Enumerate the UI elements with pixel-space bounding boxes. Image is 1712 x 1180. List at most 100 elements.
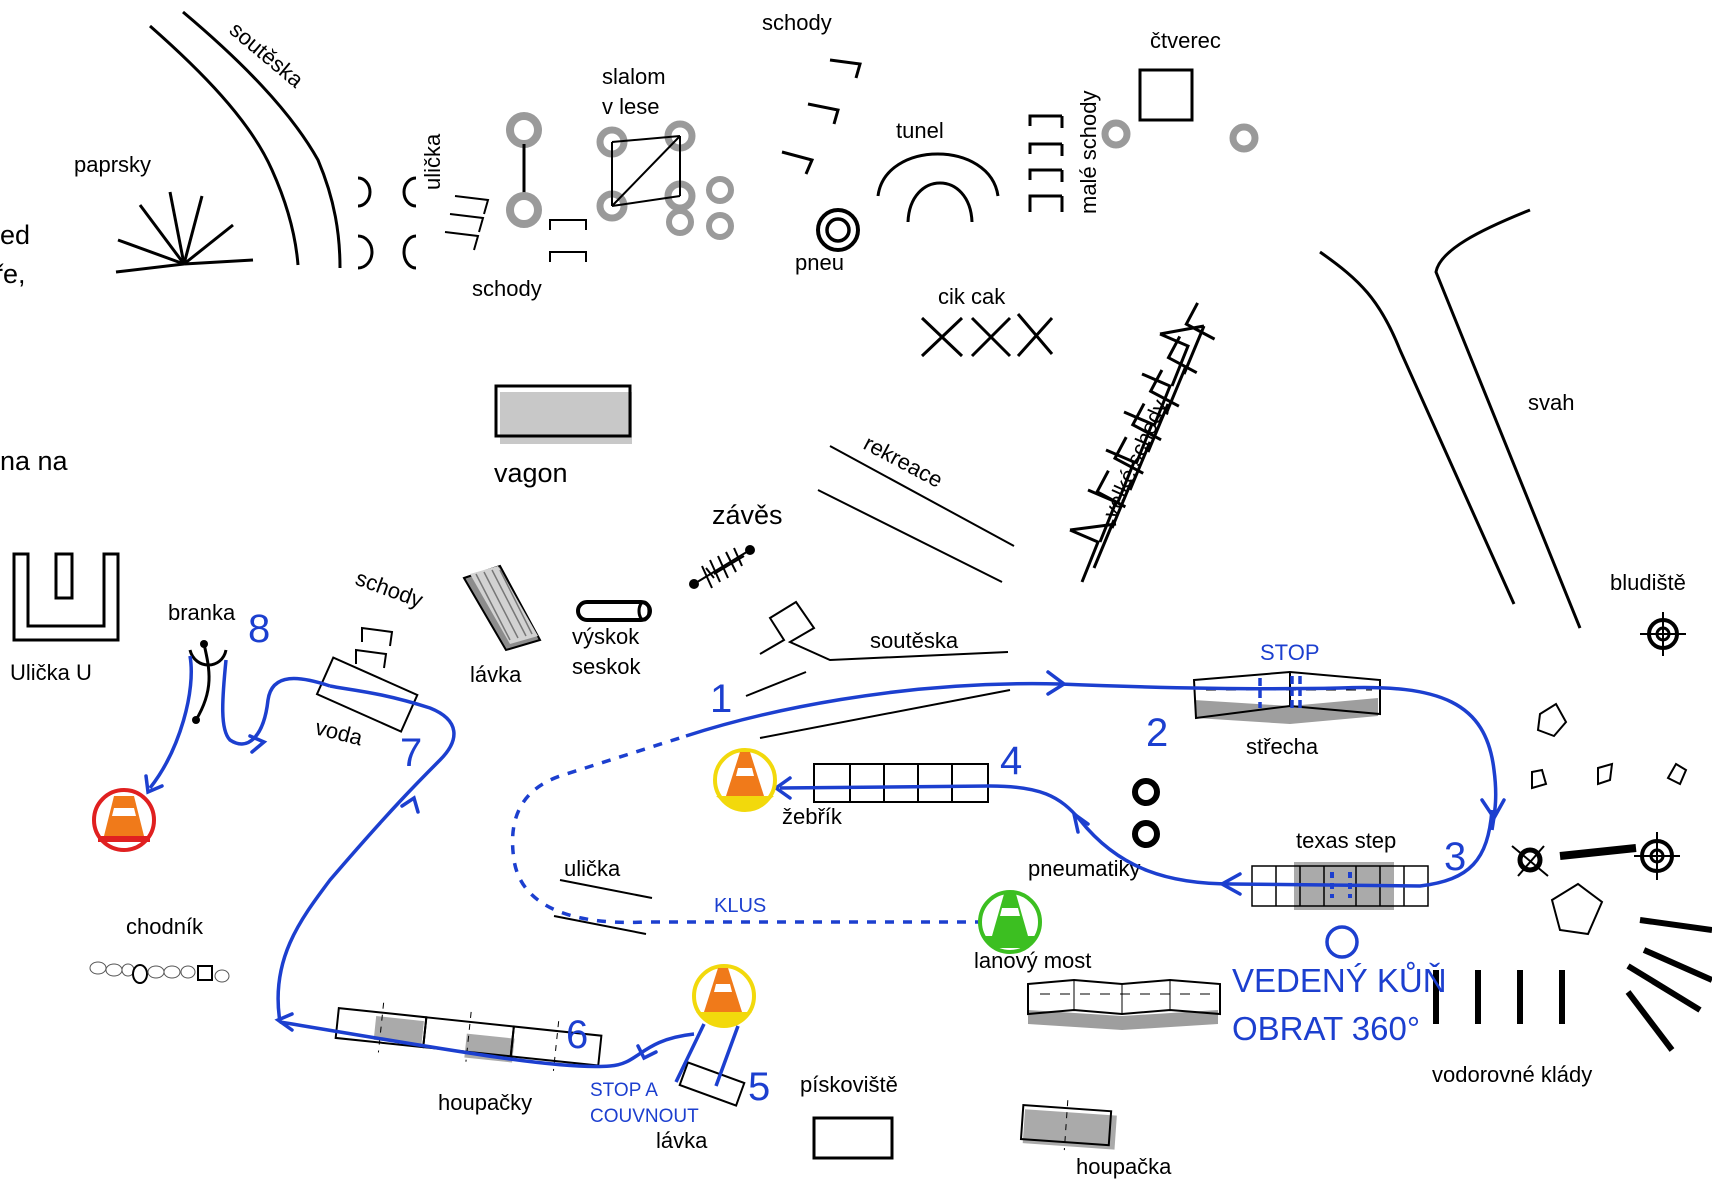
ulicka-u-obstacle	[12, 552, 120, 642]
route-number-5: 5	[748, 1065, 770, 1109]
houpacky-label: houpačky	[438, 1090, 532, 1115]
svah-obstacle	[1319, 208, 1582, 629]
chodnik-obstacle	[89, 961, 230, 984]
ctverec-ring-right	[1229, 123, 1259, 153]
texas-step-label: texas step	[1296, 828, 1396, 853]
tunel-label: tunel	[896, 118, 944, 143]
bludiste-stones	[1531, 702, 1688, 936]
route-number-1: 1	[710, 677, 732, 721]
seskok-label: seskok	[572, 654, 641, 679]
souteska-mid-label: soutěska	[870, 628, 959, 653]
schody-mid-label: schody	[352, 565, 426, 612]
lavka-mid-obstacle	[462, 564, 542, 652]
klus-label: KLUS	[714, 895, 766, 917]
route-number-7: 7	[400, 731, 422, 775]
texas-step-markers	[1258, 676, 1359, 959]
houpacky-obstacle	[334, 1002, 603, 1071]
branka-label: branka	[168, 600, 236, 625]
slalom-obstacle	[506, 112, 734, 240]
chodnik-label: chodník	[126, 914, 204, 939]
pneu-label: pneu	[795, 250, 844, 275]
lavka-bottom-obstacle	[678, 1061, 746, 1107]
souteska-top-obstacle	[149, 10, 342, 269]
schody-upper-obstacle	[781, 58, 862, 175]
cik-cak-label: cik cak	[938, 284, 1006, 309]
bludiste-label: bludiště	[1610, 570, 1686, 595]
route-number-6: 6	[566, 1013, 588, 1057]
schody-top-label: schody	[472, 276, 542, 301]
ctverec-label: čtverec	[1150, 28, 1221, 53]
edge-text-2: ře,	[0, 259, 26, 289]
bludiste-rays	[1625, 917, 1712, 1052]
rekreace-obstacle	[817, 445, 1015, 583]
vyskok-label: výskok	[572, 624, 640, 649]
strecha-label: střecha	[1246, 734, 1319, 759]
houpacka-label: houpačka	[1076, 1154, 1172, 1179]
paprsky-label: paprsky	[74, 152, 151, 177]
cone-green-icon	[978, 890, 1042, 954]
pneumatiky-label: pneumatiky	[1028, 856, 1141, 881]
cone-yellow-icon-lower	[692, 964, 756, 1028]
ctverec-obstacle	[1138, 68, 1194, 122]
cone-yellow-icon-upper	[713, 748, 777, 812]
vagon-label: vagon	[494, 458, 568, 488]
ulicka-top-label: ulička	[420, 133, 445, 190]
zebrik-label: žebřík	[782, 804, 843, 829]
velke-schody-label: velké schody	[1098, 396, 1173, 522]
edge-text-3: na na	[0, 446, 69, 476]
lavka-mid-label: lávka	[470, 662, 522, 687]
bludiste-target-lower	[1511, 832, 1680, 880]
schody-upper-label: schody	[762, 10, 832, 35]
piskoviste-obstacle	[812, 1116, 894, 1160]
route-path	[148, 655, 1498, 1087]
schody-top-obstacle	[444, 195, 587, 262]
route-number-3: 3	[1444, 835, 1466, 879]
zebrik-obstacle	[813, 763, 989, 803]
souteska-mid-obstacle	[745, 600, 1011, 739]
tunel-obstacle	[876, 152, 1000, 223]
rekreace-label: rekreace	[860, 430, 947, 492]
zaves-label: závěs	[712, 500, 783, 530]
stop-couvnout-label-2: COUVNOUT	[590, 1106, 699, 1127]
ulicka-top-obstacle	[357, 176, 417, 270]
vyskok-obstacle	[576, 600, 652, 622]
voda-label: voda	[313, 715, 366, 751]
svah-label: svah	[1528, 390, 1574, 415]
stop-couvnout-label-1: STOP A	[590, 1080, 658, 1101]
ulicka-u-label: Ulička U	[10, 660, 92, 685]
cik-cak-obstacle	[920, 313, 1054, 358]
slalom-label-2: v lese	[602, 94, 659, 119]
pneu-obstacle	[816, 208, 860, 252]
branka-obstacle	[188, 640, 228, 724]
route-number-8: 8	[248, 607, 270, 651]
pneumatiky-obstacle	[1132, 778, 1160, 848]
voda-obstacle	[315, 656, 419, 733]
strecha-obstacle	[1192, 670, 1381, 724]
ulicka-mid-obstacle	[553, 879, 653, 935]
velke-schody-drawn	[1069, 324, 1206, 583]
ulicka-mid-label: ulička	[564, 856, 621, 881]
route-arrows	[144, 670, 1506, 1061]
vagon-obstacle	[494, 384, 632, 444]
piskoviste-label: pískoviště	[800, 1072, 898, 1097]
slalom-label-1: slalom	[602, 64, 666, 89]
schody-mid-obstacle	[355, 626, 394, 669]
route-number-2: 2	[1146, 711, 1168, 755]
obrat-360-label: OBRAT 360°	[1232, 1010, 1420, 1047]
route-number-4: 4	[1000, 739, 1022, 783]
stop-label: STOP	[1260, 640, 1320, 665]
cone-red-icon	[92, 788, 156, 852]
vodorovne-klady-obstacle	[1433, 970, 1565, 1024]
lanovy-most-label: lanový most	[974, 948, 1091, 973]
lanovy-most-obstacle	[1027, 978, 1221, 1030]
ctverec-ring-left	[1101, 119, 1131, 149]
bludiste-target-upper	[1640, 612, 1686, 656]
vedeny-kun-label: VEDENÝ KŮŇ	[1232, 961, 1447, 999]
houpacka-obstacle	[1019, 1100, 1117, 1151]
zaves-obstacle	[689, 545, 755, 589]
male-schody-obstacle	[1028, 114, 1064, 212]
souteska-top-label: soutěska	[225, 17, 309, 93]
paprsky-obstacle	[115, 191, 254, 274]
vodorovne-klady-label: vodorovné klády	[1432, 1062, 1592, 1087]
